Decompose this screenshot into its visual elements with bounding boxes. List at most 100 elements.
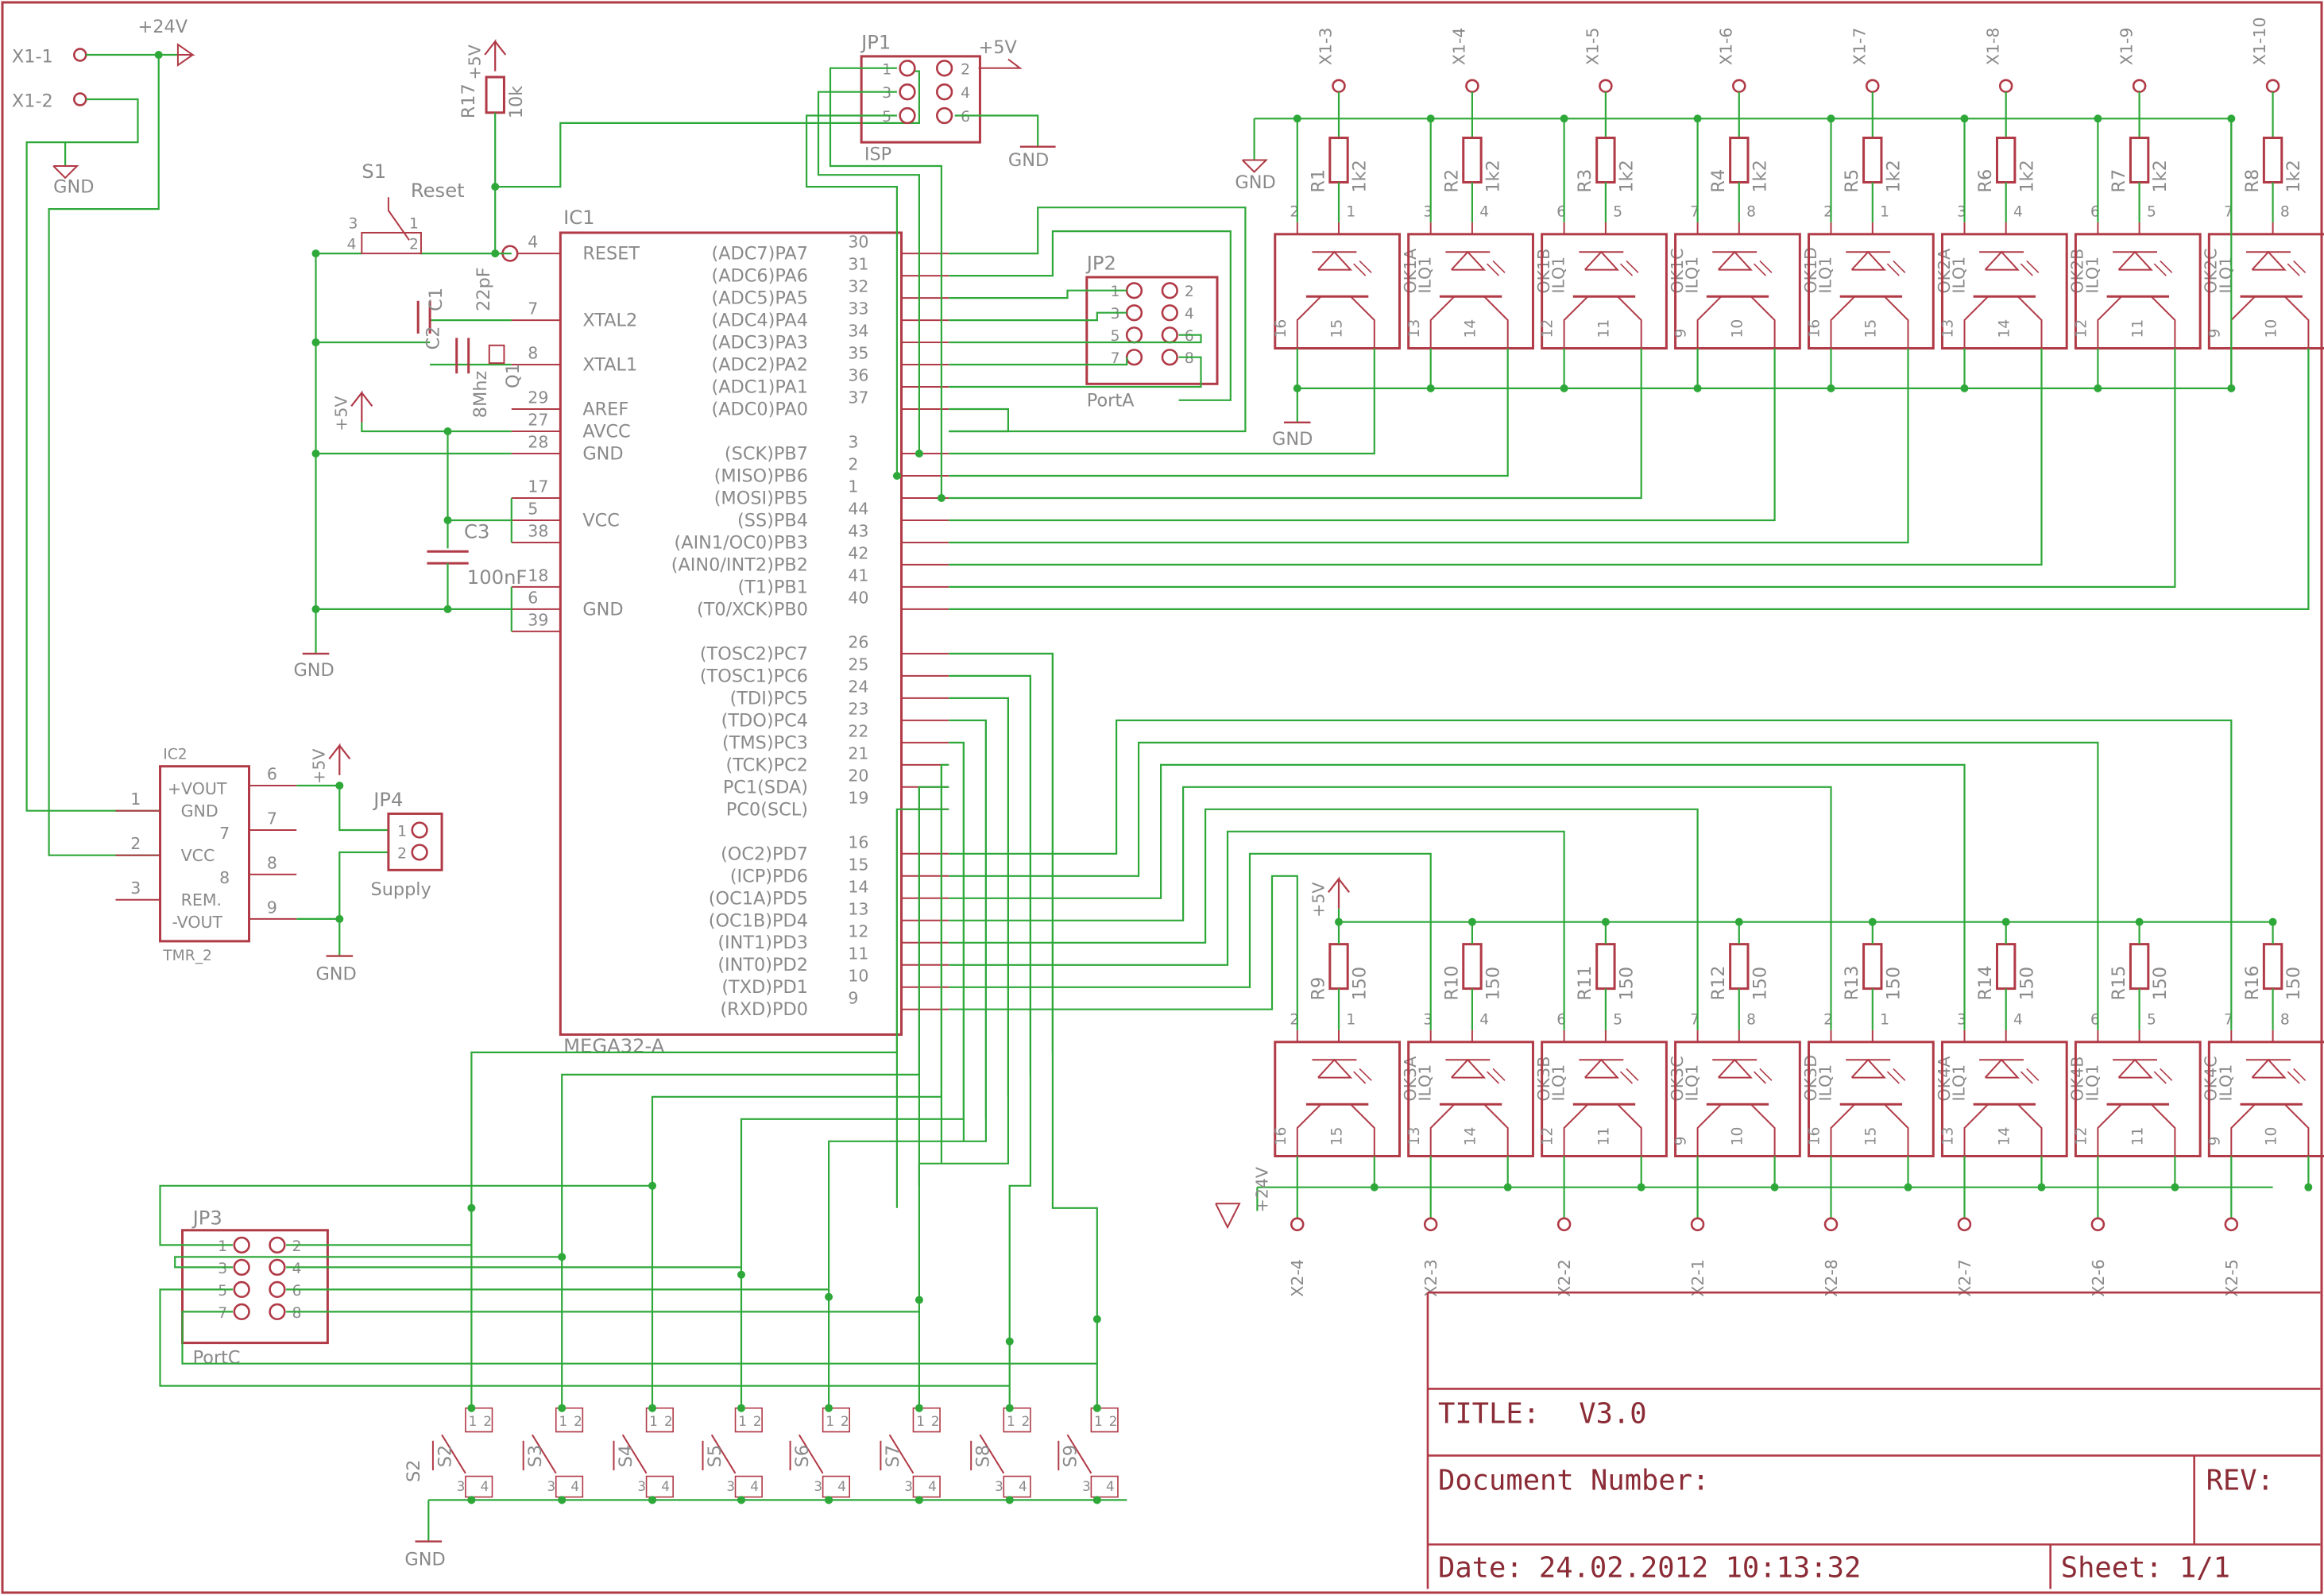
resistor-body [1328,137,1349,184]
led-emission [1886,263,1900,276]
jp1-gnd-label: GND [1008,150,1049,171]
junction-dot [311,604,320,613]
ic1-pin-number: 28 [528,433,548,452]
top-gnd-label: GND [1235,172,1275,193]
ic1-pin-name: (OC2)PD7 [721,844,808,864]
ic1-pin-number: 39 [528,610,548,629]
led-emission [1753,1071,1766,1084]
wire [949,370,1509,477]
led-emission [1619,1071,1634,1084]
ic2-pin-name: +VOUT [168,779,227,798]
opto-name: OK3C [1668,1056,1687,1101]
switch-pin-number: 2 [664,1413,673,1429]
resistor-name: R12 [1708,966,1729,1001]
optocoupler-body [1808,1041,1935,1157]
jp2-pin-pad [1161,326,1178,344]
switch-name: S9 [1061,1445,1081,1467]
wire [949,357,1128,366]
jp1-pin-pad [899,106,916,125]
wire [949,875,1298,1030]
ic1-pin-number: 10 [848,966,868,985]
wire [949,370,1375,455]
jp4-name: JP4 [372,788,403,811]
junction-dot [2268,917,2277,926]
ic1-pin-number: 27 [528,411,548,430]
switch-name: S3 [525,1445,546,1467]
jp3-pin-number: 8 [292,1305,302,1322]
jp1-pin-number: 1 [882,61,891,78]
ic1-pin-name: (ADC4)PA4 [712,311,808,331]
junction-dot [311,249,320,258]
led-emission [1492,1068,1506,1081]
wire [296,851,389,921]
opto-pin-number: 1 [1346,203,1355,220]
switch-pin-number: 4 [1106,1478,1115,1494]
opto-pin-number: 13 [1406,1127,1423,1146]
jp4-pin-number: 1 [397,823,407,840]
led-emission [1359,1068,1372,1081]
opto-pin-number: 3 [1957,1011,1966,1028]
ic2-pin-name: REM. [181,890,222,909]
v24-arrow [176,43,195,68]
resistor-name: R3 [1575,169,1595,193]
x1-2-label: X1-2 [12,91,53,111]
wire [48,55,160,856]
wire [159,1288,1010,1387]
wire [949,289,1127,299]
junction-dot [1334,917,1343,926]
ic1-pin-name: VCC [582,510,620,531]
ic2-inner-number: 8 [219,868,230,887]
transistor-emitter [1483,295,1509,349]
resistor-body [2262,137,2283,184]
opto-pin-number: 11 [2129,1127,2146,1146]
x1-1-label: X1-1 [12,46,53,67]
supply-label: +5V [332,396,351,431]
x1-connector-pad [1332,79,1346,93]
junction-dot [491,249,500,258]
switch-pin-number: 1 [1007,1413,1015,1429]
jp3-pin-number: 6 [292,1283,302,1300]
ic1-pin-name: (ADC5)PA5 [712,288,808,309]
switch-pin-number: 4 [928,1478,937,1494]
opto-pin-number: 15 [1862,1127,1879,1146]
led-emission [1626,260,1639,273]
opto-pin-number: 9 [1673,1137,1690,1146]
led-emission [2287,263,2300,276]
ic2-name: IC2 [163,746,187,763]
supply-arrow [350,390,363,423]
s1-pin: 1 [409,215,419,232]
wire [181,1311,1097,1365]
led-emission [1619,263,1634,276]
wire [949,334,1202,344]
gnd-arrow [1241,159,1269,173]
jp3-pin-number: 5 [218,1283,227,1300]
ic2-pin-name: -VOUT [172,913,222,932]
ic1-pin-name: (TDI)PC5 [730,688,808,709]
jp2-name: JP2 [1085,252,1116,275]
opto-name: OK4B [2068,1056,2087,1102]
led-emission [2020,263,2033,276]
opto-pin-number: 7 [1690,1011,1699,1028]
c3-name: C3 [464,519,489,543]
opto-name: OK2A [1935,249,1954,294]
resistor-value: 1k2 [1883,160,1904,192]
ic1-pin-number: 5 [528,500,538,519]
ic1-pin-name: (ADC3)PA3 [712,333,808,353]
ic1-pin-name: (ADC0)PA0 [712,399,808,419]
wire [159,1184,652,1246]
jp3-label: PortC [193,1348,241,1369]
supply-arrow [1338,878,1350,893]
ic1-pin-number: 8 [528,344,538,363]
switch-blade [532,1434,557,1474]
switch-pin-number: 4 [1019,1478,1027,1494]
transistor-collector [2097,295,2122,349]
opto-pin-number: 14 [1996,319,2013,338]
junction-dot [311,338,320,347]
jp1-v5-arrow [978,58,1023,69]
transistor-emitter [1483,1103,1509,1157]
resistor-value: 1k2 [1616,160,1637,192]
opto-pin-number: 3 [1423,203,1433,220]
opto-type: ILQ1 [2216,257,2235,294]
jp3-pin-pad [269,1258,286,1276]
switch-frame [465,1475,493,1498]
